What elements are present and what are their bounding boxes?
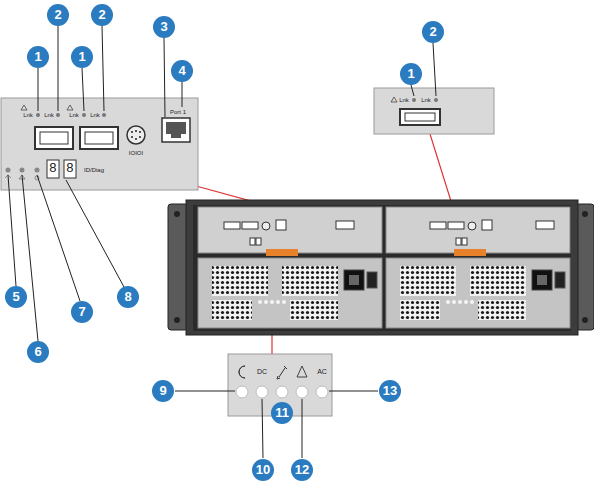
panel-label: Lnk (399, 97, 409, 104)
panel-label: Port 1 (170, 109, 186, 116)
symbol-label: AC (317, 368, 327, 376)
callout-number: 6 (27, 341, 49, 363)
panel-label: Lnk (69, 112, 79, 119)
panel-label: Lnk (90, 112, 100, 119)
callout-number: 8 (117, 286, 139, 308)
callout-leader (8, 26, 182, 341)
callout-number: 1 (27, 46, 49, 68)
digit-display: 8 (49, 162, 57, 176)
callout-number: 4 (171, 60, 193, 82)
panel-label: Lnk (44, 112, 54, 119)
callout-number: 3 (153, 16, 175, 38)
callout-number: 2 (47, 4, 69, 26)
callout-number: 1 (71, 46, 93, 68)
panel-label: IOIOI (129, 150, 143, 157)
digit-display: 8 (66, 162, 74, 176)
callout-number: 2 (422, 21, 444, 43)
callout-number: 9 (152, 380, 174, 402)
panel-label: Lnk (421, 97, 431, 104)
callout-number: 13 (379, 380, 401, 402)
panel-label: ID/Diag (84, 167, 104, 174)
callout-number: 1 (400, 63, 422, 85)
controller-zoom-panel (1, 98, 198, 190)
panel-label: Lnk (23, 112, 33, 119)
callout-number: 2 (91, 4, 113, 26)
symbol-label: DC (257, 368, 267, 376)
callout-leader (175, 391, 378, 458)
callout-number: 5 (5, 286, 27, 308)
callout-number: 12 (291, 459, 313, 481)
callout-number: 10 (252, 459, 274, 481)
callout-number: 7 (71, 301, 93, 323)
storage-chassis (168, 200, 594, 335)
port-zoom-panel (374, 88, 494, 134)
callout-number: 11 (271, 402, 293, 424)
